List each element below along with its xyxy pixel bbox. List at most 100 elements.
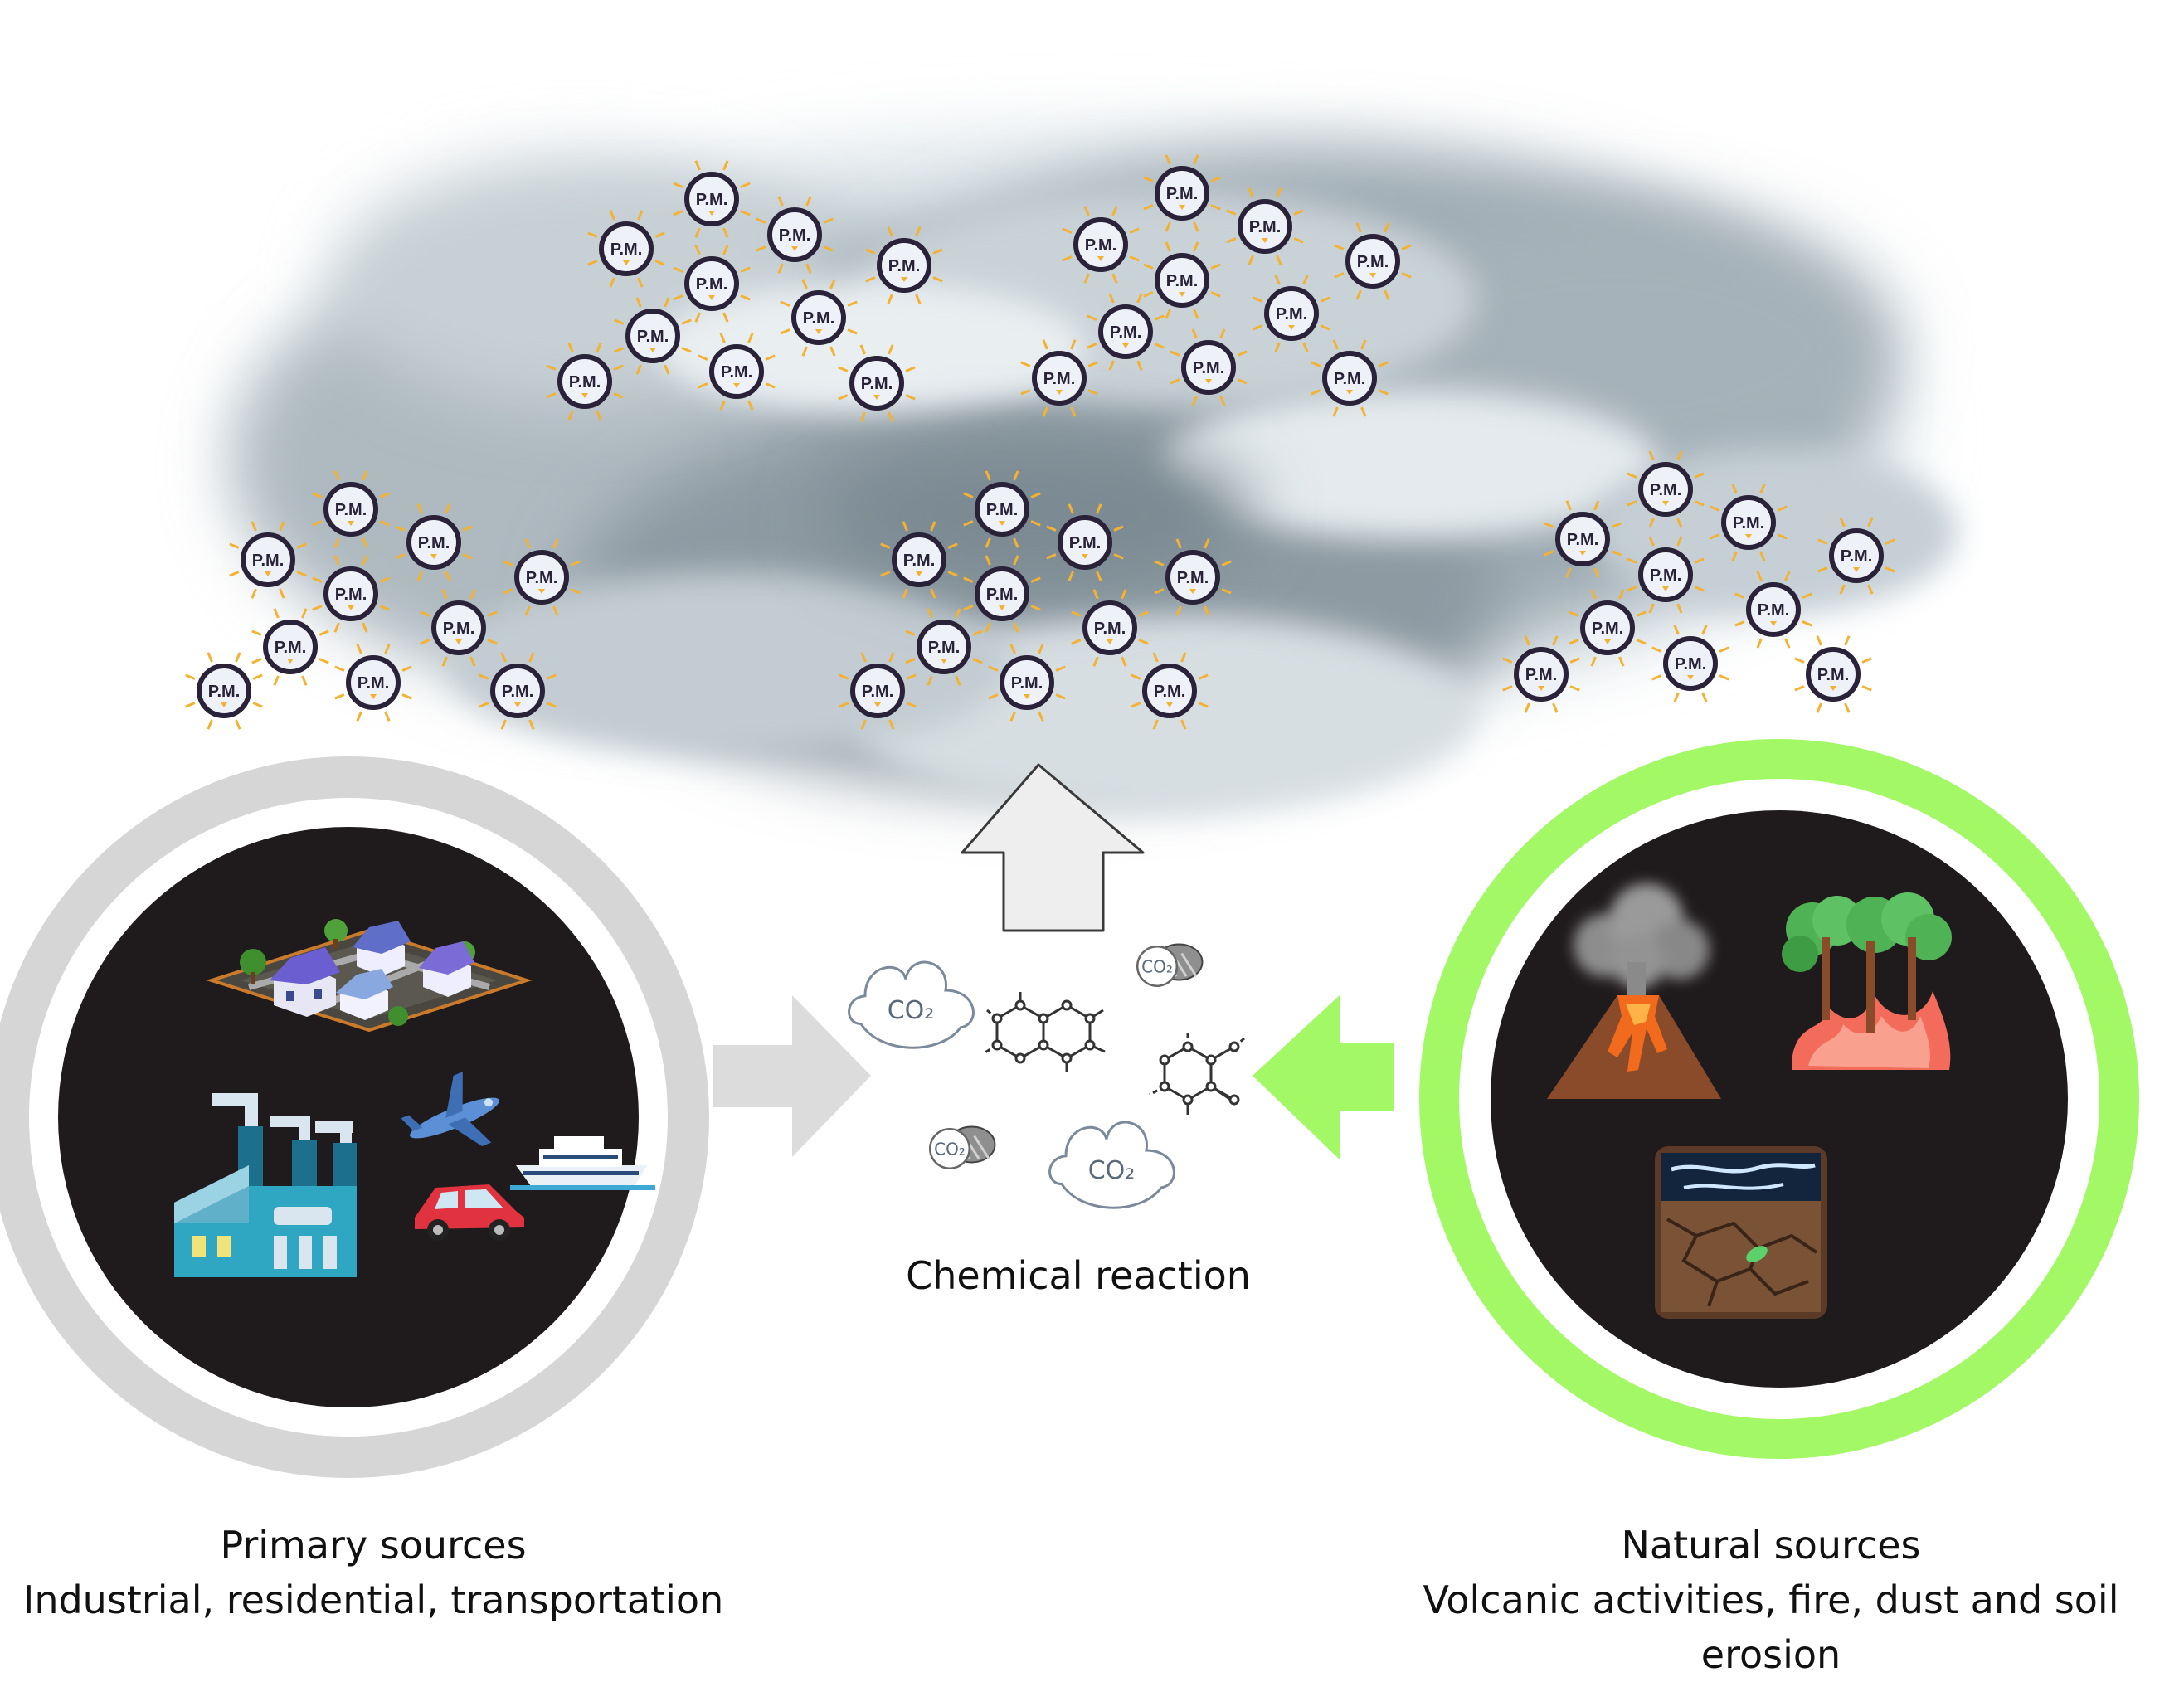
pm-particle: P.M. (1143, 154, 1221, 232)
pm-particle: P.M. (839, 652, 917, 730)
primary-sources-title: Primary sources (220, 1523, 527, 1568)
pm-particle: P.M. (587, 210, 665, 288)
car-icon (415, 1184, 524, 1241)
pm-label: P.M. (526, 569, 558, 587)
pm-label: P.M. (1276, 305, 1308, 323)
co2-cloud: CO₂ (1136, 943, 1204, 988)
pm-label: P.M. (1817, 666, 1850, 684)
pm-label: P.M. (335, 586, 367, 604)
natural-sources-subtitle: Volcanic activities, fire, dust and soil… (1423, 1577, 2119, 1677)
pm-label: P.M. (1841, 547, 1873, 566)
pm-particle: P.M. (673, 245, 751, 323)
pm-label: P.M. (721, 363, 753, 382)
pm-label: P.M. (1193, 359, 1225, 377)
pm-label: P.M. (569, 373, 601, 391)
pm-label: P.M. (1085, 236, 1117, 255)
pm-particle: P.M. (673, 160, 751, 238)
pm-particle: P.M. (1502, 635, 1580, 713)
primary-sources-circle (0, 756, 709, 1478)
pm-label: P.M. (1043, 370, 1076, 388)
pm-particle: P.M. (1734, 571, 1812, 649)
pm-particle: P.M. (479, 652, 557, 730)
factory-icon (174, 1093, 357, 1277)
pm-particle: P.M. (1627, 450, 1705, 528)
pm-particle: P.M. (614, 297, 692, 375)
pm-label: P.M. (1166, 185, 1199, 203)
pm-particle: P.M. (1651, 625, 1729, 702)
pm-label: P.M. (610, 241, 643, 259)
pm-particle: P.M. (865, 226, 943, 304)
pm-particle: P.M. (312, 470, 390, 548)
pm-label: P.M. (1249, 218, 1282, 236)
pm-label: P.M. (986, 586, 1019, 604)
primary-to-reaction-arrow (713, 995, 871, 1157)
pm-particle: P.M. (1020, 339, 1098, 417)
pm-label: P.M. (803, 309, 835, 328)
pm-particle: P.M. (698, 333, 776, 411)
pm-label: P.M. (335, 501, 367, 519)
pm-particle: P.M. (1253, 275, 1330, 352)
pm-label: P.M. (696, 275, 728, 294)
pm-particle: P.M. (1226, 187, 1304, 265)
pm-label: P.M. (1357, 253, 1389, 271)
soil-erosion-icon (1655, 1146, 1827, 1319)
co2-cloud: CO₂ (848, 960, 975, 1049)
pm-label: P.M. (418, 534, 450, 552)
volcano-icon (1547, 883, 1721, 1099)
pm-particle: P.M. (1334, 222, 1412, 300)
molecule-icon (983, 992, 1106, 1072)
forest-fire-icon (1782, 892, 1952, 1070)
pm-label: P.M. (275, 639, 307, 657)
pm-label: P.M. (986, 501, 1019, 519)
pm-label: P.M. (861, 375, 893, 393)
pm-particle: P.M. (1710, 484, 1788, 561)
pm-label: P.M. (1166, 272, 1199, 290)
natural-sources-circle (1419, 739, 2139, 1459)
pm-particle: P.M. (1817, 517, 1895, 595)
co2-label: CO₂ (934, 1140, 966, 1159)
pm-label: P.M. (1592, 620, 1624, 638)
airplane-icon (401, 1072, 499, 1147)
pm-particle: P.M. (503, 538, 581, 616)
pm-label: P.M. (1334, 370, 1366, 388)
pm-label: P.M. (1525, 666, 1558, 684)
pm-particle: P.M. (1062, 206, 1140, 284)
pm-particle: P.M. (395, 503, 473, 581)
pm-particle: P.M. (963, 470, 1041, 548)
pm-label: P.M. (1675, 655, 1707, 673)
pm-label: P.M. (1567, 531, 1599, 549)
pm-label: P.M. (1733, 514, 1765, 532)
pm-label: P.M. (1011, 674, 1043, 693)
pm-label: P.M. (903, 552, 936, 570)
pm-label: P.M. (208, 683, 241, 701)
pm-label: P.M. (862, 683, 894, 701)
pm-label: P.M. (637, 328, 669, 346)
pm-particle: P.M. (334, 644, 412, 722)
pm-particle: P.M. (1131, 652, 1209, 730)
smog-cloud (232, 133, 1958, 813)
pm-label: P.M. (1650, 481, 1682, 499)
pm-particle: P.M. (1154, 538, 1232, 616)
pm-label: P.M. (1154, 683, 1186, 701)
pm-label: P.M. (1094, 620, 1126, 638)
residential-houses-icon (206, 919, 533, 1033)
pm-particle: P.M. (963, 555, 1041, 633)
pm-particle: P.M. (1170, 328, 1248, 406)
pm-label: P.M. (888, 257, 921, 275)
pm-label: P.M. (443, 620, 475, 638)
ship-icon (510, 1136, 655, 1190)
pm-particle: P.M. (251, 608, 329, 686)
particulate-matter-particles: P.M. P.M. P.M. P.M. P.M. P.M. P.M. P.M. P.M. P.M.… (185, 154, 1895, 730)
pm-particle: P.M. (1627, 536, 1705, 614)
pm-particle: P.M. (780, 279, 858, 357)
pm-particle: P.M. (229, 521, 307, 599)
pm-sources-diagram: P.M. P.M. P.M. P.M. P.M. P.M. P.M. P.M. P.M. P.M.… (0, 133, 2139, 1478)
pm-label: P.M. (1177, 569, 1209, 587)
pm-label: P.M. (779, 226, 811, 245)
pm-particle: P.M. (185, 652, 263, 730)
pm-particle: P.M. (1544, 500, 1622, 578)
co2-label: CO₂ (1141, 957, 1173, 977)
reaction-to-atmosphere-arrow (961, 763, 1145, 932)
pm-particle: P.M. (1143, 241, 1221, 319)
